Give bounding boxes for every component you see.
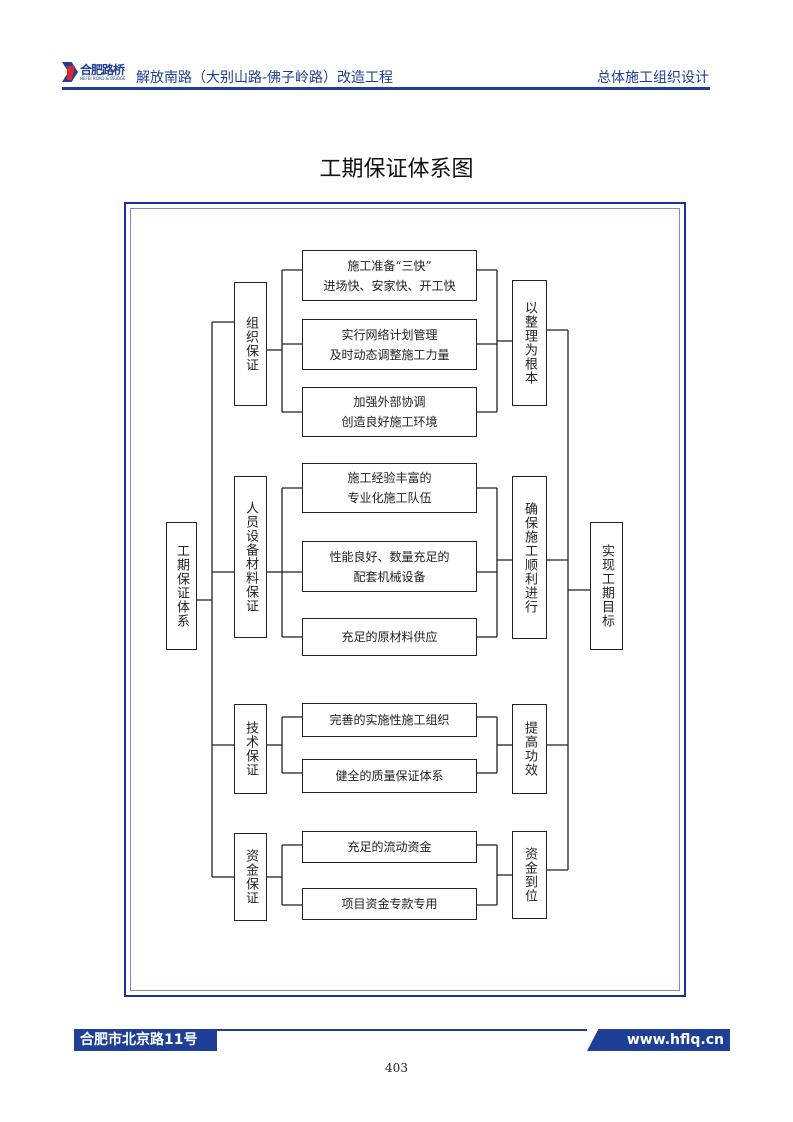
root-box: 工期保证体系 (166, 522, 197, 650)
result-box-foundation: 以整理为根本 (512, 280, 547, 406)
group-label-personnel-equipment: 人员设备材料保证 (234, 476, 267, 638)
goal-box: 实现工期目标 (590, 522, 623, 650)
item-box: 施工经验丰富的 专业化施工队伍 (302, 463, 477, 513)
item-box: 健全的质量保证体系 (302, 759, 477, 793)
item-box: 项目资金专款专用 (302, 888, 477, 920)
section-title: 总体施工组织设计 (597, 70, 709, 86)
company-logo: 合肥路桥 HEFEI ROAD & BRIDGE (62, 60, 136, 86)
result-box-smooth-progress: 确保施工顺利进行 (512, 476, 547, 639)
logo-name: 合肥路桥 (80, 63, 125, 77)
logo-accent-icon (67, 66, 75, 80)
item-box: 加强外部协调 创造良好施工环境 (302, 387, 477, 437)
item-box: 充足的原材料供应 (302, 618, 477, 656)
diagram-title: 工期保证体系图 (319, 157, 474, 182)
item-box: 完善的实施性施工组织 (302, 703, 477, 737)
logo-subtitle: HEFEI ROAD & BRIDGE (80, 76, 126, 81)
footer-address: 合肥市北京路11号 (74, 1029, 217, 1051)
result-box-funds-in-place: 资金到位 (512, 831, 547, 919)
item-box: 施工准备“三快” 进场快、安家快、开工快 (302, 250, 477, 301)
item-box: 充足的流动资金 (302, 831, 477, 863)
item-box: 实行网络计划管理 及时动态调整施工力量 (302, 319, 477, 370)
group-label-organization: 组织保证 (234, 282, 267, 406)
footer-band: 合肥市北京路11号 www.hflq.cn (74, 1029, 730, 1051)
header-rule (62, 87, 710, 90)
diagram-frame-inner (130, 208, 680, 991)
group-label-funding: 资金保证 (234, 833, 267, 921)
diagram-frame (124, 202, 686, 997)
item-box: 性能良好、数量充足的 配套机械设备 (302, 541, 477, 592)
result-box-efficiency: 提高功效 (512, 704, 547, 794)
footer-website: www.hflq.cn (587, 1029, 730, 1051)
group-label-technology: 技术保证 (234, 704, 267, 794)
project-title: 解放南路（大别山路-佛子岭路）改造工程 (136, 70, 394, 86)
footer-rule (217, 1029, 587, 1031)
page-number: 403 (385, 1061, 408, 1075)
